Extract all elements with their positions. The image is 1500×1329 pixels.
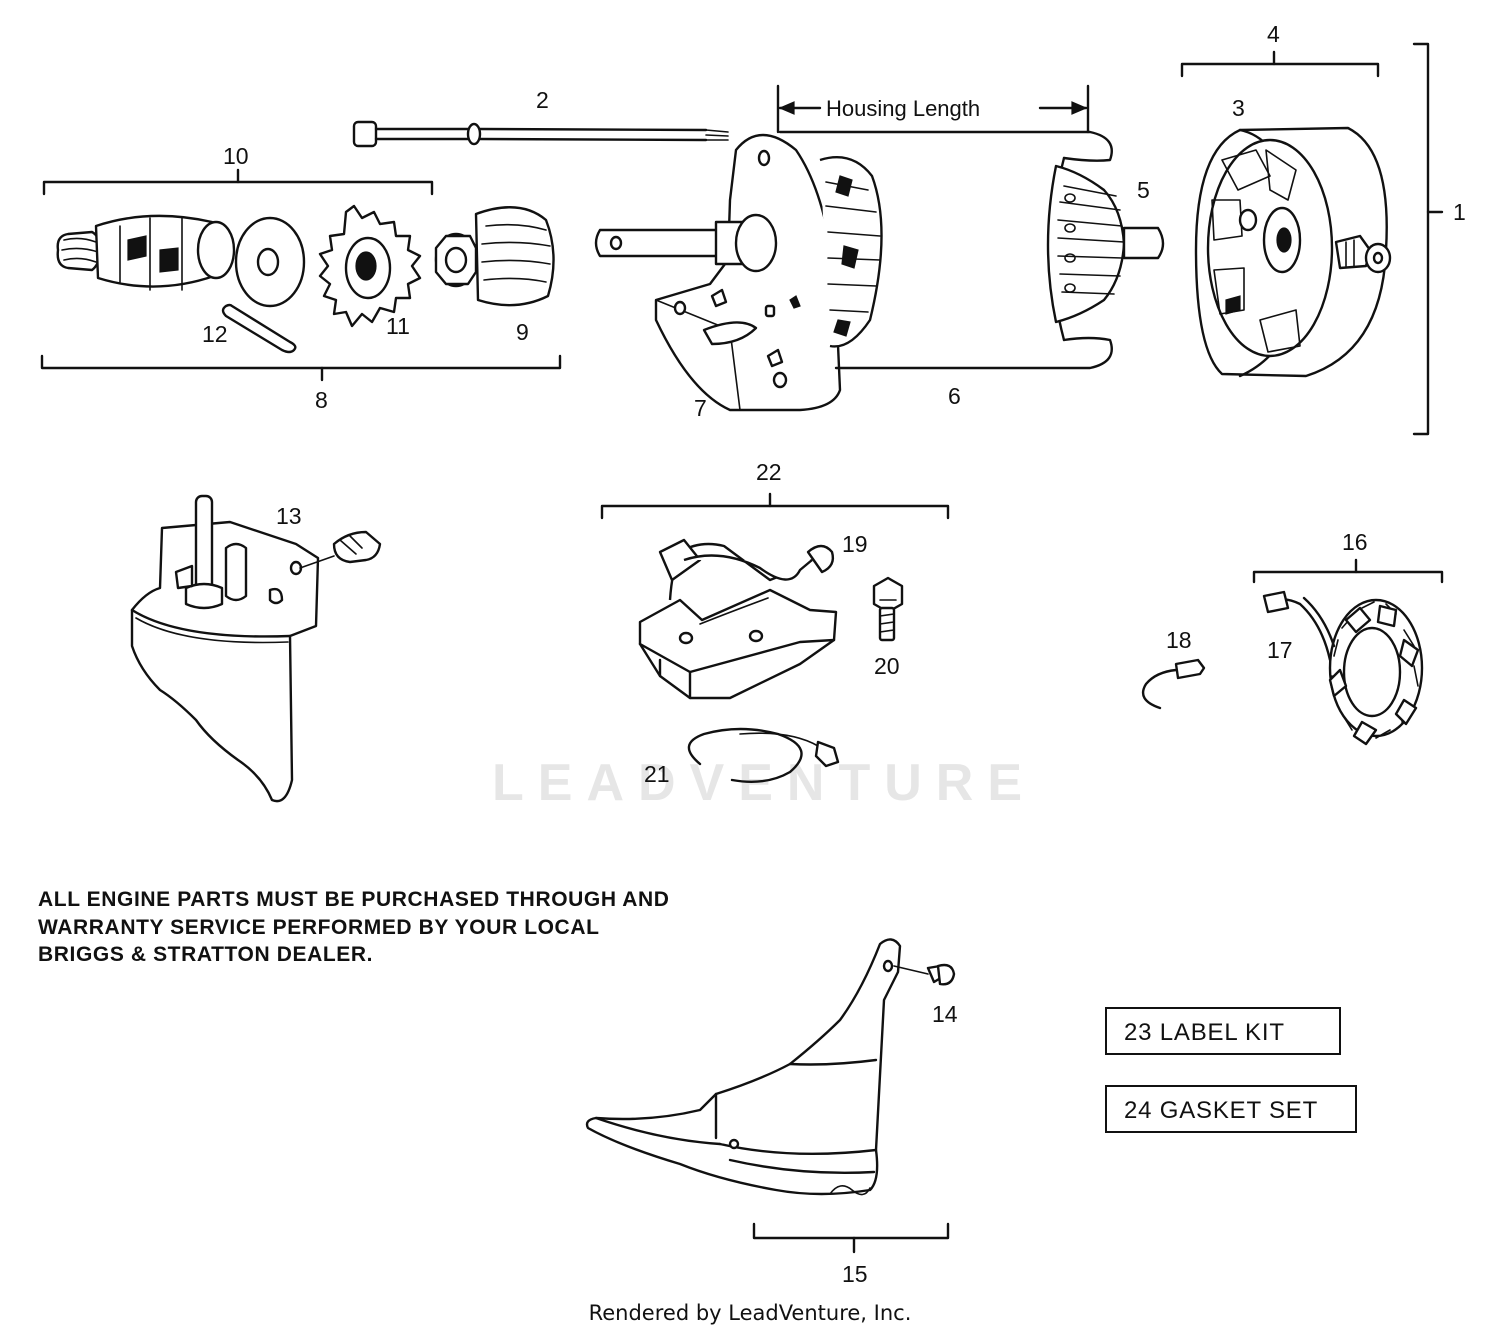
label-kit-box: 23 LABEL KIT	[1105, 1007, 1341, 1055]
wire-lead	[687, 727, 840, 783]
through-bolt	[352, 120, 729, 148]
screw	[872, 576, 904, 642]
callout-17: 17	[1267, 637, 1293, 663]
callout-2: 2	[536, 87, 549, 113]
shroud-screw	[893, 963, 956, 986]
callout-16: 16	[1342, 529, 1368, 555]
bracket-10	[42, 180, 434, 196]
callout-21: 21	[644, 761, 670, 787]
watermark: LEADVENTURE	[492, 754, 1036, 812]
callout-9: 9	[516, 319, 529, 345]
bracket-15	[752, 1222, 950, 1240]
notice-line-1: ALL ENGINE PARTS MUST BE PURCHASED THROU…	[38, 888, 670, 911]
alternator-stator	[1262, 590, 1424, 746]
callout-7: 7	[694, 395, 707, 421]
engine-block-ground	[130, 494, 382, 803]
rectifier-assembly	[638, 538, 838, 700]
clutch-assembly	[434, 206, 555, 307]
callout-11: 11	[386, 313, 410, 339]
diode-lead	[1141, 658, 1206, 710]
bracket-4	[1180, 62, 1380, 78]
callout-10: 10	[223, 143, 249, 169]
bracket-16	[1252, 570, 1444, 584]
callout-12: 12	[202, 321, 228, 347]
housing-length-label: Housing Length	[826, 96, 980, 121]
drive-screw	[56, 214, 236, 291]
callout-14: 14	[932, 1001, 958, 1027]
callout-18: 18	[1166, 627, 1192, 653]
callout-8: 8	[315, 387, 328, 413]
notice-line-2: WARRANTY SERVICE PERFORMED BY YOUR LOCAL	[38, 916, 600, 939]
pinion-gear	[318, 204, 422, 328]
callout-1: 1	[1453, 199, 1466, 225]
washer	[234, 216, 306, 308]
housing-length-dimension: Housing Length	[776, 84, 1090, 134]
callout-19: 19	[842, 531, 868, 557]
callout-4: 4	[1267, 21, 1280, 47]
gasket-set-text: 24 GASKET SET	[1124, 1097, 1318, 1124]
bracket-22	[600, 504, 950, 520]
footer-credit: Rendered by LeadVenture, Inc.	[589, 1301, 912, 1325]
callout-6: 6	[948, 383, 961, 409]
dealer-notice: ALL ENGINE PARTS MUST BE PURCHASED THROU…	[38, 888, 670, 966]
shroud	[585, 938, 902, 1196]
callout-22: 22	[756, 459, 782, 485]
callout-13: 13	[276, 503, 302, 529]
label-kit-text: 23 LABEL KIT	[1124, 1019, 1285, 1046]
callout-15: 15	[842, 1261, 868, 1287]
bracket-1	[1412, 42, 1430, 436]
callout-20: 20	[874, 653, 900, 679]
notice-line-3: BRIGGS & STRATTON DEALER.	[38, 943, 373, 966]
drive-end-cap	[594, 133, 883, 412]
callout-3: 3	[1232, 95, 1245, 121]
roll-pin	[221, 303, 297, 354]
armature-commutator	[1046, 164, 1165, 324]
callout-5: 5	[1137, 177, 1150, 203]
gasket-set-box: 24 GASKET SET	[1105, 1085, 1357, 1133]
bracket-8	[40, 354, 562, 370]
brush-end-cap	[1194, 126, 1392, 378]
